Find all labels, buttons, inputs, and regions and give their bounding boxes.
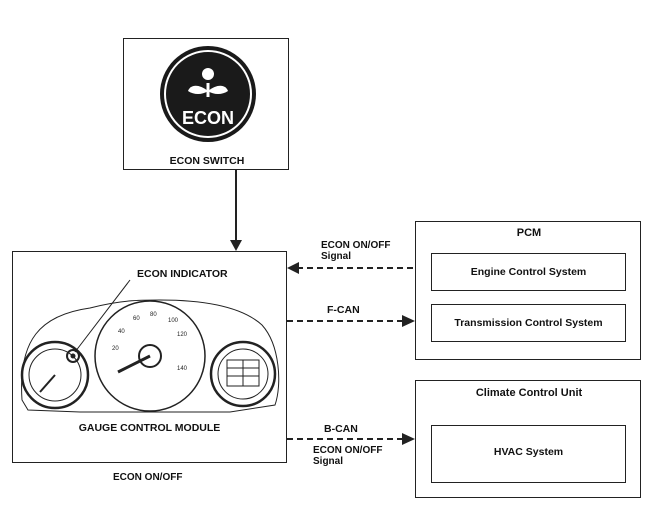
climate-control-unit-title: Climate Control Unit [475,387,583,399]
transmission-control-system-box: Transmission Control System [431,304,626,342]
econ-switch-icon-text: ECON [182,108,234,128]
econ-switch-box: ECON ECON SWITCH [123,38,289,170]
arrow-down-icon [230,240,242,251]
signal-bcan-label: B-CAN [324,423,358,435]
arrow-left-icon [287,262,299,274]
signal-econ-onoff-top-line1: ECON ON/OFF [321,240,391,251]
signal-econ-onoff-top-line2: Signal [321,251,352,262]
engine-control-system-label: Engine Control System [470,266,587,278]
svg-text:40: 40 [118,329,125,335]
pcm-title: PCM [516,227,542,239]
signal-fcan-label: F-CAN [327,304,360,316]
svg-text:80: 80 [150,312,157,318]
pcm-box: PCM Engine Control System Transmission C… [415,221,641,360]
bottom-caption: ECON ON/OFF [113,472,183,483]
econ-switch-icon: ECON [160,46,256,142]
hvac-system-label: HVAC System [493,446,564,458]
signal-econ-onoff-bottom-line2: Signal [313,456,344,467]
svg-text:20: 20 [112,346,119,352]
econ-switch-label: ECON SWITCH [169,155,245,167]
svg-text:60: 60 [133,316,140,322]
svg-text:120: 120 [177,332,188,338]
speedometer-ticks: 20 40 60 80 100 120 140 [112,312,188,372]
instrument-cluster-icon [20,299,280,413]
engine-control-system-box: Engine Control System [431,253,626,291]
transmission-control-system-label: Transmission Control System [454,317,603,329]
econ-indicator-label: ECON INDICATOR [137,268,228,280]
econ-indicator-leader [74,279,131,353]
climate-control-unit-box: Climate Control Unit HVAC System [415,380,641,498]
svg-text:140: 140 [177,366,188,372]
signal-econ-onoff-bottom-line1: ECON ON/OFF [313,445,383,456]
gauge-control-module-label: GAUGE CONTROL MODULE [78,422,221,434]
arrow-right-icon [402,315,415,327]
arrow-right-icon [402,433,415,445]
svg-text:100: 100 [168,318,179,324]
hvac-system-box: HVAC System [431,425,626,483]
